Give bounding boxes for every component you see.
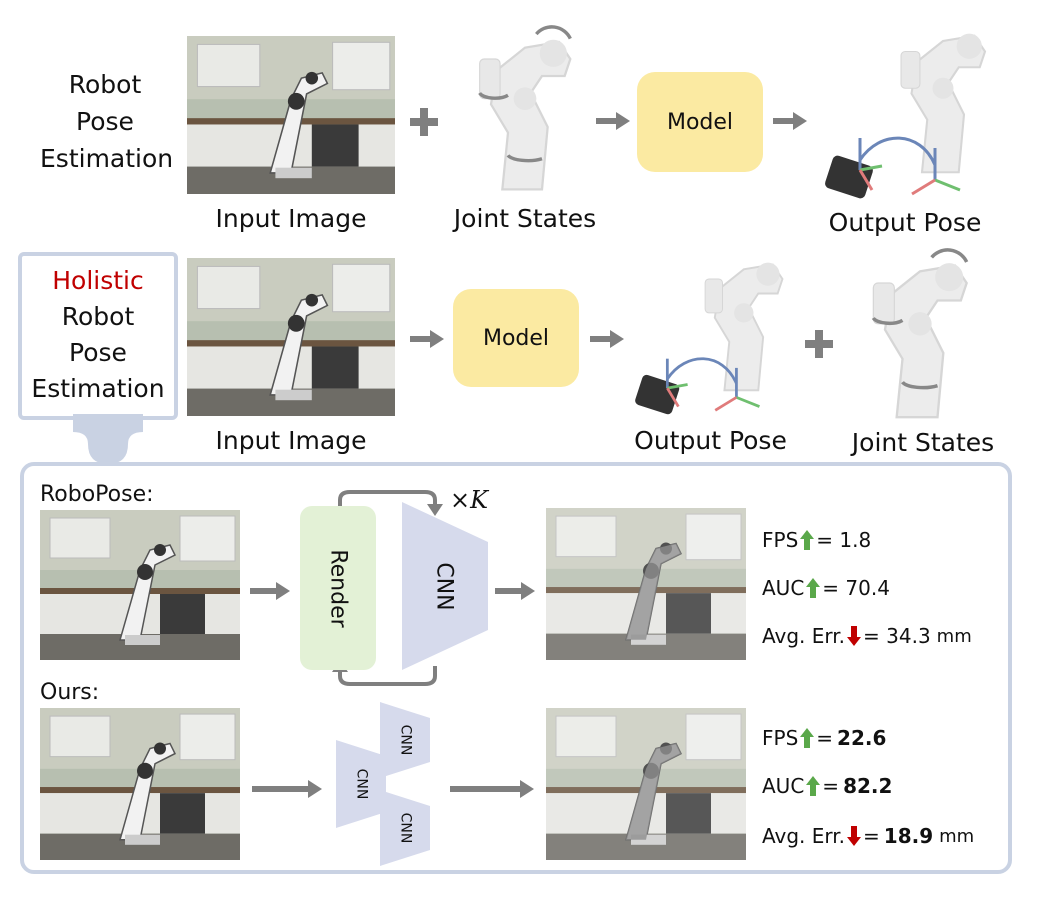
row1-input-image — [187, 36, 395, 194]
row2-output-pose-figure — [628, 250, 808, 425]
arrow-down-icon — [847, 626, 862, 646]
robopose-title: RoboPose: — [40, 482, 154, 507]
ours-auc-value: 82.2 — [843, 774, 893, 798]
robopose-render-label: Render — [325, 548, 351, 628]
robopose-arrow-1 — [250, 582, 290, 600]
robopose-output-image — [546, 508, 746, 660]
row2-arrow-2 — [590, 330, 624, 348]
ours-metric-fps: FPS = 22.6 — [762, 726, 886, 750]
arrow-up-icon — [806, 776, 821, 796]
row2-input-image — [187, 258, 395, 416]
row1-task-line-1: Robot — [68, 70, 142, 99]
ours-cnn-label-1: CNN — [397, 724, 414, 756]
row2-task-line-2: Pose — [69, 338, 127, 367]
row1-model-box: Model — [637, 72, 763, 172]
robopose-arrow-2 — [495, 582, 535, 600]
row2-task-line-1: Robot — [61, 302, 135, 331]
row1-arrow-2 — [773, 112, 807, 130]
row1-arrow-1 — [596, 112, 630, 130]
robopose-err-unit: mm — [936, 625, 972, 647]
robopose-metric-auc: AUC = 70.4 — [762, 576, 890, 600]
ours-input-image — [40, 708, 240, 860]
row1-task-label: Robot Pose Estimation — [40, 66, 174, 177]
row1-joint-states-figure — [455, 25, 595, 195]
row2-input-caption: Input Image — [215, 426, 367, 455]
row1-output-caption: Output Pose — [828, 208, 982, 237]
row2-task-line-3: Estimation — [31, 374, 165, 403]
ours-arrow-1 — [252, 780, 322, 798]
row2-joint-caption: Joint States — [851, 428, 995, 457]
row2-output-caption: Output Pose — [634, 426, 787, 455]
row2-plus-icon — [805, 330, 833, 358]
row2-task-highlight: Holistic — [52, 266, 144, 295]
ours-output-image — [546, 708, 746, 860]
row1-task-line-3: Estimation — [40, 144, 174, 173]
arrow-up-icon — [800, 728, 815, 748]
arrow-up-icon — [800, 530, 815, 550]
ours-fps-prefix: = — [816, 726, 834, 750]
robopose-auc-label: AUC — [762, 576, 805, 600]
robopose-cnn-block: CNN — [400, 500, 490, 672]
ours-cnn-label-2: CNN — [353, 768, 370, 800]
ours-fps-label: FPS — [762, 726, 799, 750]
arrow-down-icon — [847, 826, 862, 846]
robopose-metric-fps: FPS = 1.8 — [762, 528, 871, 552]
robopose-auc-value: = 70.4 — [822, 576, 890, 600]
robopose-input-image — [40, 510, 240, 660]
robopose-metric-err: Avg. Err. = 34.3 mm — [762, 624, 972, 648]
ours-auc-label: AUC — [762, 774, 805, 798]
ours-arrow-2 — [450, 780, 534, 798]
row1-input-caption: Input Image — [215, 204, 367, 233]
ours-err-prefix: = — [863, 824, 880, 848]
ours-metric-err: Avg. Err. = 18.9 mm — [762, 824, 974, 848]
robopose-fps-label: FPS — [762, 528, 799, 552]
row2-arrow-1 — [410, 330, 444, 348]
robopose-loop-label: ×K — [450, 486, 489, 514]
robopose-err-value: = 34.3 — [863, 624, 931, 648]
ours-metric-auc: AUC = 82.2 — [762, 774, 892, 798]
row2-model-box: Model — [453, 289, 579, 387]
row1-task-line-2: Pose — [76, 107, 134, 136]
robopose-err-label: Avg. Err. — [762, 624, 846, 648]
robopose-render-block: Render — [300, 506, 376, 670]
row2-task-label: Holistic Robot Pose Estimation — [22, 263, 174, 407]
row2-model-label: Model — [482, 325, 550, 351]
row1-joint-caption: Joint States — [453, 204, 597, 233]
robopose-fps-value: = 1.8 — [816, 528, 872, 552]
row1-plus-icon — [410, 108, 438, 136]
row1-model-label: Model — [666, 109, 734, 135]
comparison-panel — [20, 462, 1012, 874]
robopose-cnn-label: CNN — [431, 562, 457, 611]
ours-fps-value: 22.6 — [837, 726, 887, 750]
ours-err-label: Avg. Err. — [762, 824, 846, 848]
ours-err-unit: mm — [939, 825, 975, 847]
ours-title: Ours: — [40, 680, 100, 705]
arrow-up-icon — [806, 578, 821, 598]
ours-cnn-stack: CNN CNN CNN — [330, 700, 440, 870]
row1-output-pose-figure — [820, 20, 1010, 210]
row2-joint-states-figure — [845, 248, 995, 423]
row2-task-label-connector — [58, 414, 158, 464]
ours-cnn-label-3: CNN — [397, 812, 414, 844]
ours-err-value: 18.9 — [883, 824, 934, 848]
ours-auc-prefix: = — [822, 774, 840, 798]
